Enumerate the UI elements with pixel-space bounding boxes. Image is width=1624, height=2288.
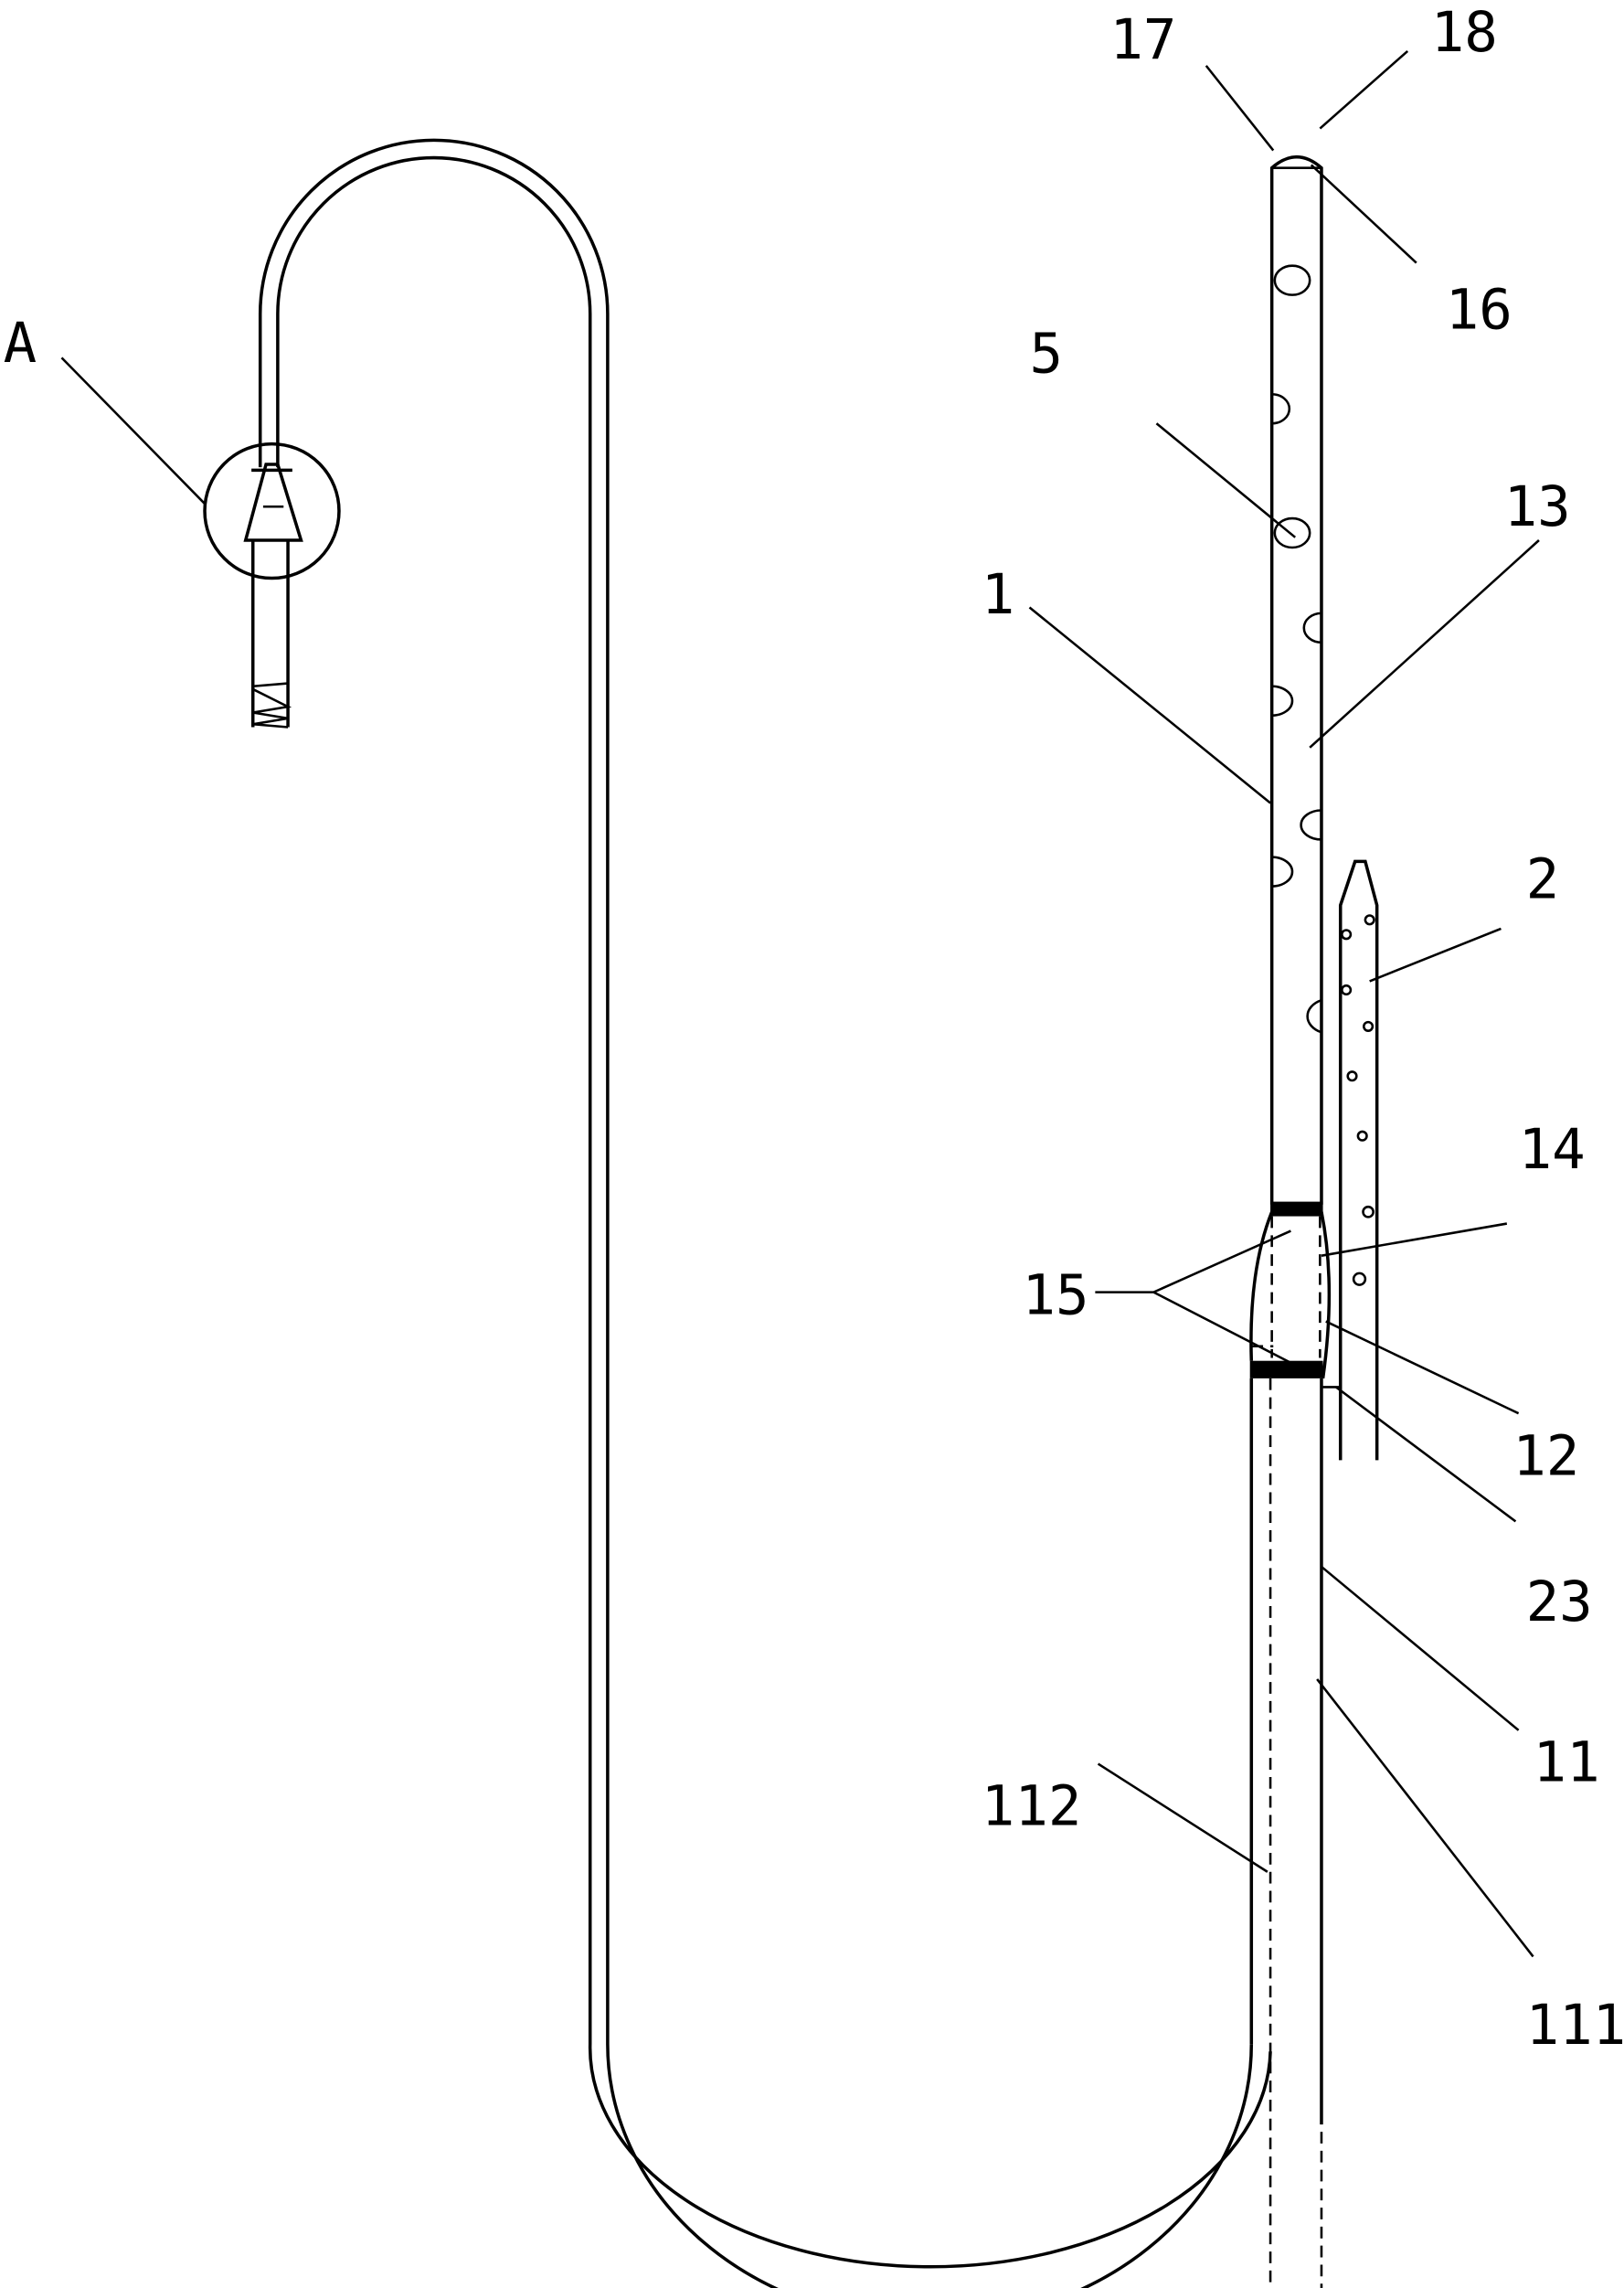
label-16: 16	[1446, 278, 1513, 342]
drainage-tube	[258, 138, 1272, 2288]
side-holes	[1271, 264, 1322, 1034]
label-17: 17	[1109, 8, 1176, 72]
label-2: 2	[1526, 847, 1560, 911]
label-13: 13	[1504, 475, 1571, 539]
label-14: 14	[1519, 1118, 1586, 1182]
reference-labels: A 17 18 16 5 13 1 2 14 15 12 23 11 112 1…	[4, 1, 1624, 2058]
label-112: 112	[982, 1775, 1082, 1839]
leader-lines	[60, 49, 1540, 1958]
connector-a	[203, 442, 341, 729]
label-5: 5	[1030, 322, 1064, 386]
label-A: A	[4, 312, 37, 376]
spring-icon	[252, 682, 292, 729]
label-11: 11	[1534, 1731, 1600, 1795]
needle	[1338, 859, 1379, 1461]
label-23: 23	[1526, 1570, 1593, 1634]
catheter-body	[1269, 155, 1323, 1205]
label-12: 12	[1513, 1424, 1579, 1488]
balloon	[1249, 1201, 1341, 1389]
label-111: 111	[1526, 1994, 1624, 2058]
label-18: 18	[1431, 1, 1498, 65]
label-15: 15	[1023, 1264, 1089, 1328]
label-1: 1	[982, 563, 1015, 627]
catheter-lower	[1249, 1378, 1323, 2288]
